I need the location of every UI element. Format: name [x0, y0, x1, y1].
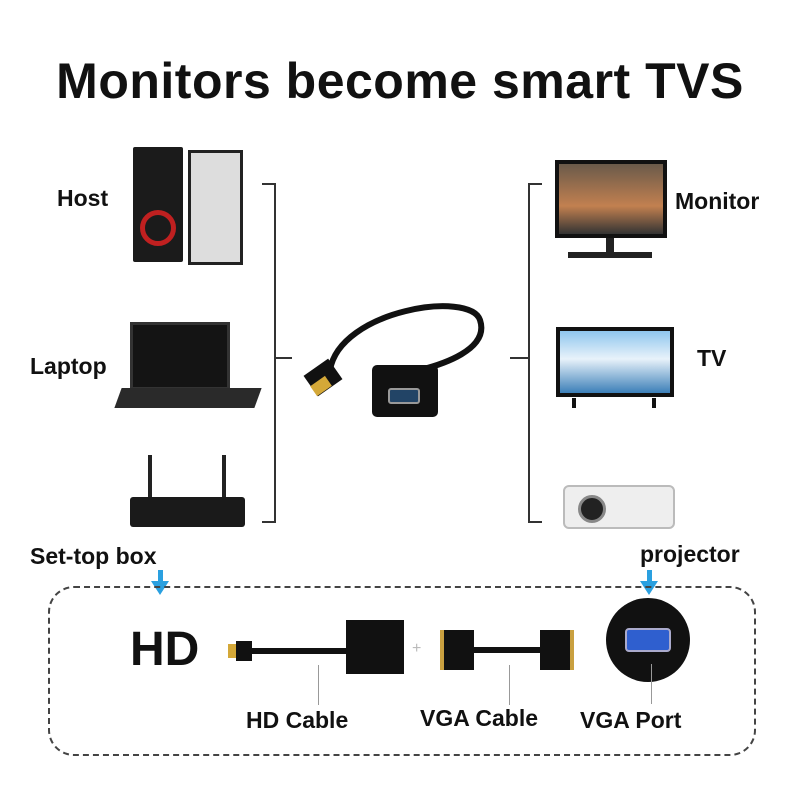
headline: Monitors become smart TVS: [56, 53, 744, 109]
connection-diagram-frame: [48, 586, 756, 756]
left-bracket: [262, 183, 276, 523]
label-hd-cable: HD Cable: [246, 707, 349, 733]
vga-socket: [388, 388, 420, 404]
set-top-box-image: [130, 497, 245, 527]
laptop-image: [130, 322, 230, 390]
projector-lens: [578, 495, 606, 523]
bracket-tick: [276, 357, 292, 359]
monitor-image: [555, 160, 667, 238]
hd-label: HD: [130, 623, 200, 676]
hd-adapter-box: [346, 620, 404, 674]
bracket-tick: [510, 357, 528, 359]
vga-port-socket: [625, 628, 671, 652]
arrow-stem: [158, 570, 163, 582]
pc-fan: [140, 210, 176, 246]
label-set-top-box: Set-top box: [30, 543, 157, 569]
label-host: Host: [57, 185, 109, 211]
callout-line: [651, 664, 652, 704]
callout-line: [509, 665, 510, 705]
tv-leg: [572, 398, 576, 408]
down-arrow-icon: [640, 581, 658, 595]
router-antenna: [148, 455, 152, 499]
label-laptop: Laptop: [30, 353, 107, 379]
hdmi-tip: [228, 644, 238, 658]
label-vga-cable: VGA Cable: [420, 705, 539, 731]
label-vga-port: VGA Port: [580, 707, 682, 733]
vga-cable-wire: [472, 647, 542, 653]
arrow-stem: [647, 570, 652, 582]
tv-leg: [652, 398, 656, 408]
monitor-stand: [606, 238, 614, 254]
right-bracket: [528, 183, 542, 523]
vga-plug-left: [440, 630, 474, 670]
hd-cable-wire: [250, 648, 350, 654]
hdmi-plug: [236, 641, 252, 661]
router-antenna: [222, 455, 226, 499]
label-projector: projector: [640, 541, 740, 567]
host-pc-open-image: [188, 150, 243, 265]
tv-image: [556, 327, 674, 397]
plus-icon: +: [412, 640, 422, 657]
monitor-base: [568, 252, 652, 258]
vga-plug-right: [540, 630, 574, 670]
label-monitor: Monitor: [675, 188, 760, 214]
adapter-cable: [327, 303, 485, 373]
down-arrow-icon: [151, 581, 169, 595]
laptop-base: [114, 388, 262, 408]
label-tv: TV: [697, 345, 727, 371]
callout-line: [318, 665, 319, 705]
